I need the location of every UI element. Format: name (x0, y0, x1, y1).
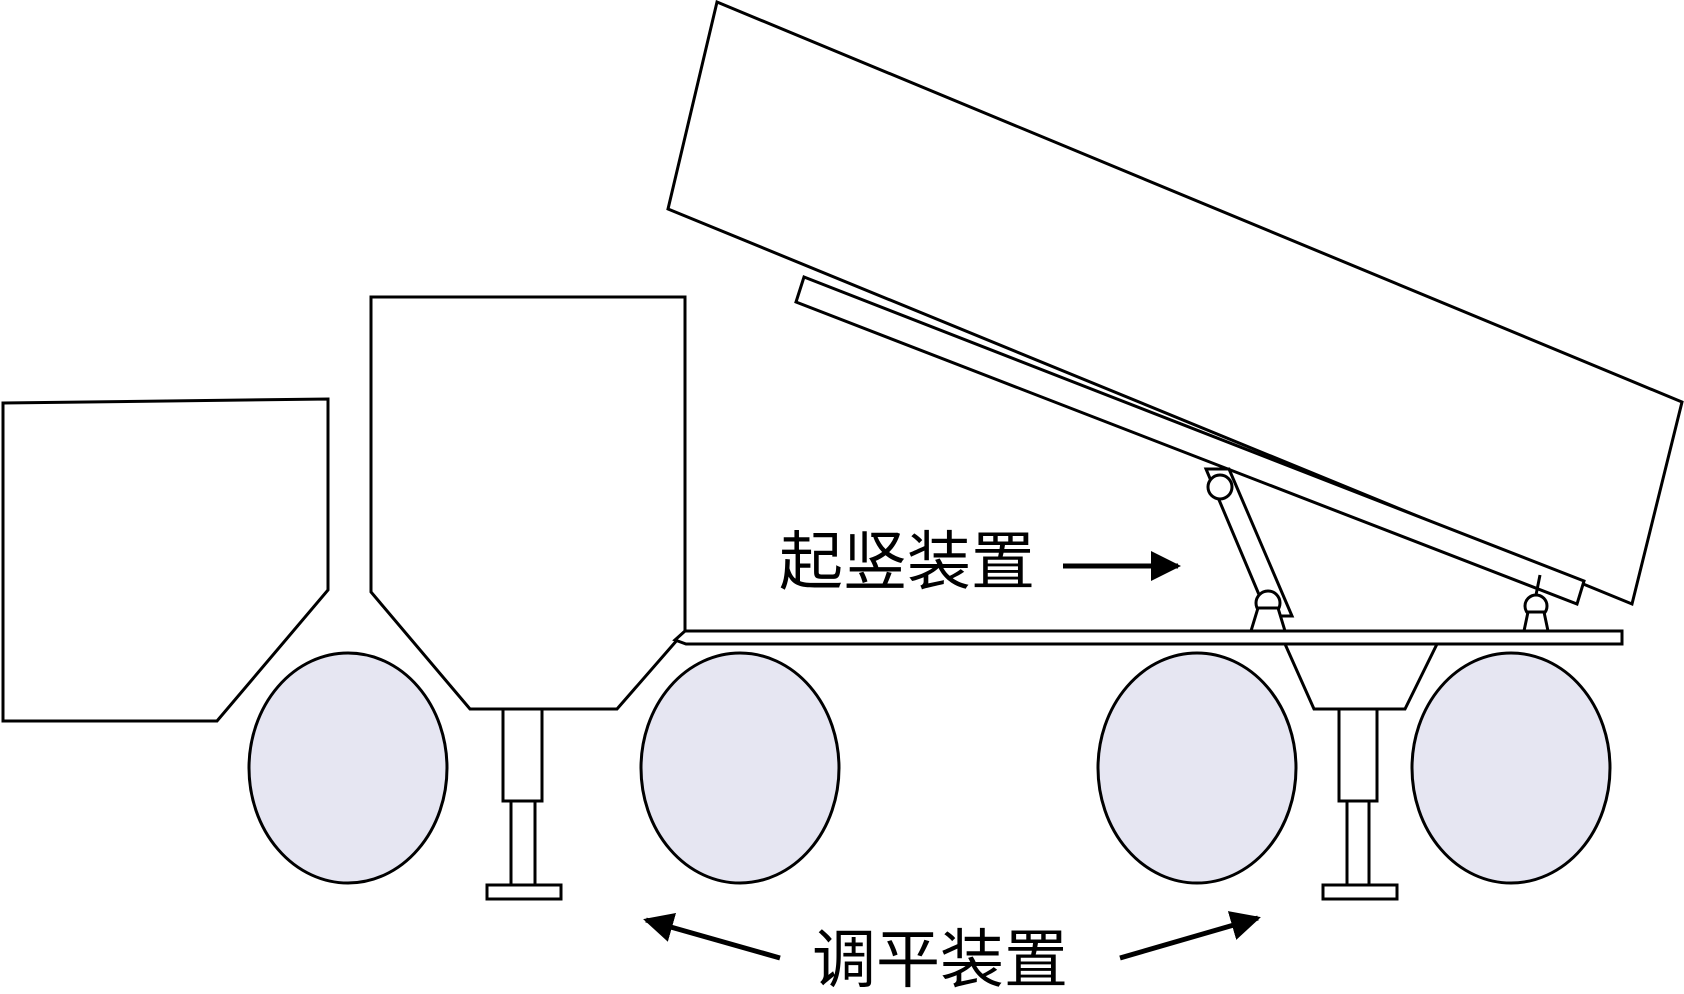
wheel-3 (1096, 651, 1298, 885)
rear-hinge-mount (1522, 610, 1550, 633)
rear-support-frame (1282, 642, 1440, 711)
container-base-rail (794, 275, 1586, 606)
launch-container (666, 0, 1684, 607)
wheel-1 (247, 651, 449, 885)
rear-cab (369, 295, 687, 711)
wheel-4 (1410, 651, 1612, 885)
erecting-device-label: 起竖装置 (779, 526, 1035, 600)
front-leveling-jack-lower (509, 799, 537, 887)
front-leveling-jack-foot (485, 883, 563, 901)
front-leveling-jack-upper (501, 707, 544, 803)
leveling-device-label: 调平装置 (812, 924, 1068, 994)
front-cab (1, 397, 330, 723)
leveling-device-arrow-left (643, 912, 781, 961)
erecting-arm (1203, 467, 1295, 618)
leveling-device-arrow-right (1119, 911, 1261, 961)
rear-leveling-jack-lower (1345, 799, 1371, 887)
rear-leveling-jack-foot (1321, 883, 1399, 901)
rear-hinge-link (1534, 574, 1542, 596)
erecting-arm-upper-pivot (1206, 473, 1234, 501)
chassis-rail (672, 629, 1624, 646)
rear-leveling-jack-upper (1337, 707, 1379, 803)
erecting-arm-base-mount (1248, 606, 1288, 633)
wheel-2 (639, 651, 841, 885)
